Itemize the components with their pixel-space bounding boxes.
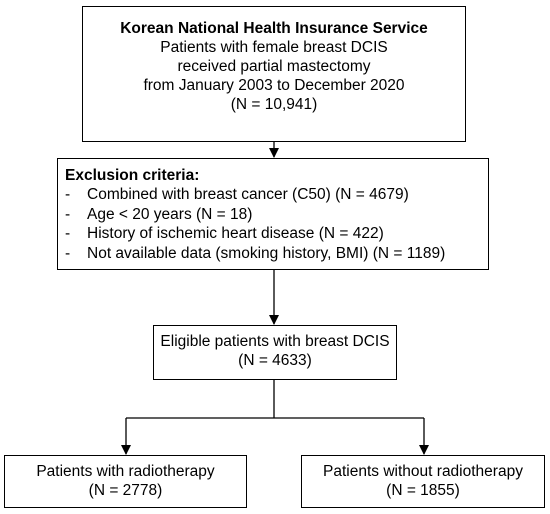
source-line-2: received partial mastectomy bbox=[177, 58, 371, 75]
eligible-patients-box: Eligible patients with breast DCIS (N = … bbox=[153, 325, 397, 380]
exclusion-item-text: Combined with breast cancer (C50) (N = 4… bbox=[87, 186, 409, 203]
exclusion-item: - Age < 20 years (N = 18) bbox=[65, 205, 488, 225]
exclusion-bullet: - bbox=[65, 244, 71, 262]
without-radiotherapy-box: Patients without radiotherapy (N = 1855) bbox=[301, 455, 545, 508]
exclusion-item-text: History of ischemic heart disease (N = 4… bbox=[87, 225, 384, 242]
source-line-3: from January 2003 to December 2020 bbox=[143, 77, 405, 94]
exclusion-item-text: Not available data (smoking history, BMI… bbox=[87, 244, 446, 262]
source-title: Korean National Health Insurance Service bbox=[120, 20, 428, 37]
exclusion-item: - Combined with breast cancer (C50) (N =… bbox=[65, 185, 488, 205]
eligible-label: Eligible patients with breast DCIS bbox=[160, 333, 390, 350]
source-count: (N = 10,941) bbox=[230, 96, 318, 113]
exclusion-bullet: - bbox=[65, 186, 71, 203]
eligible-count: (N = 4633) bbox=[238, 352, 312, 369]
with-radiotherapy-label: Patients with radiotherapy bbox=[36, 463, 215, 480]
exclusion-item: - History of ischemic heart disease (N =… bbox=[65, 224, 488, 244]
exclusion-criteria-box: Exclusion criteria: - Combined with brea… bbox=[57, 158, 489, 270]
source-line-1: Patients with female breast DCIS bbox=[160, 39, 388, 56]
exclusion-bullet: - bbox=[65, 205, 71, 223]
with-radiotherapy-count: (N = 2778) bbox=[88, 482, 163, 499]
source-population-box: Korean National Health Insurance Service… bbox=[82, 6, 466, 142]
exclusion-item: - Not available data (smoking history, B… bbox=[65, 244, 488, 264]
exclusion-item-text: Age < 20 years (N = 18) bbox=[87, 205, 253, 223]
without-radiotherapy-count: (N = 1855) bbox=[386, 482, 460, 499]
exclusion-title: Exclusion criteria: bbox=[65, 167, 200, 184]
exclusion-bullet: - bbox=[65, 225, 71, 242]
with-radiotherapy-box: Patients with radiotherapy (N = 2778) bbox=[4, 455, 247, 508]
without-radiotherapy-label: Patients without radiotherapy bbox=[323, 463, 523, 480]
